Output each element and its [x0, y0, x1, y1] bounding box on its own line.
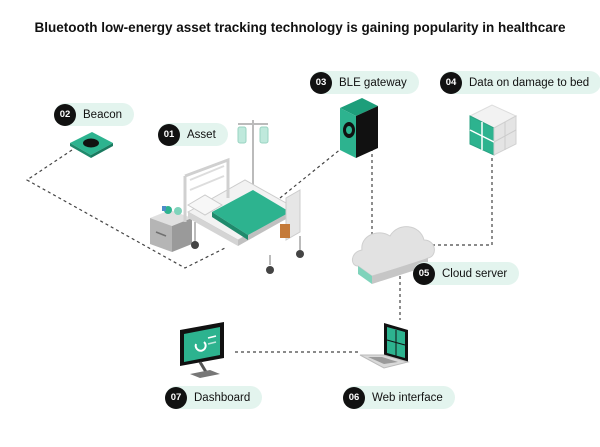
node-label: Cloud server: [442, 267, 508, 280]
node-number: 01: [158, 123, 180, 146]
node-asset: 01 Asset: [158, 123, 228, 146]
node-label: Data on damage to bed: [469, 76, 590, 89]
laptop-icon: [359, 323, 410, 369]
node-label: BLE gateway: [339, 76, 407, 89]
node-gateway: 03 BLE gateway: [310, 71, 419, 94]
node-label: Beacon: [83, 108, 123, 121]
gateway-icon: [340, 98, 378, 158]
node-damage: 04 Data on damage to bed: [440, 71, 600, 94]
connector-beacon-bed: [25, 149, 226, 269]
node-label: Web interface: [372, 391, 443, 404]
node-number: 02: [54, 103, 76, 126]
node-number: 03: [310, 71, 332, 94]
connector-gateway-cloud: [371, 148, 395, 246]
node-number: 05: [413, 262, 435, 285]
cloud-icon: [352, 226, 435, 284]
node-cloud: 05 Cloud server: [413, 262, 520, 285]
hospital-bed-icon: [183, 157, 304, 274]
diagram-title: Bluetooth low-energy asset tracking tech…: [34, 20, 566, 35]
node-number: 06: [343, 386, 365, 409]
beacon-icon: [70, 132, 113, 158]
node-number: 04: [440, 71, 462, 94]
bedside-cabinet-icon: [150, 206, 192, 252]
node-label: Asset: [187, 128, 216, 141]
node-label: Dashboard: [194, 391, 251, 404]
node-number: 07: [165, 386, 187, 409]
node-beacon: 02 Beacon: [54, 103, 135, 126]
iv-stand-icon: [237, 120, 269, 185]
node-web: 06 Web interface: [343, 386, 455, 409]
connector-damage-cloud: [420, 158, 493, 246]
node-dashboard: 07 Dashboard: [165, 386, 263, 409]
data-cubes-icon: [468, 104, 518, 156]
monitor-icon: [180, 322, 224, 378]
